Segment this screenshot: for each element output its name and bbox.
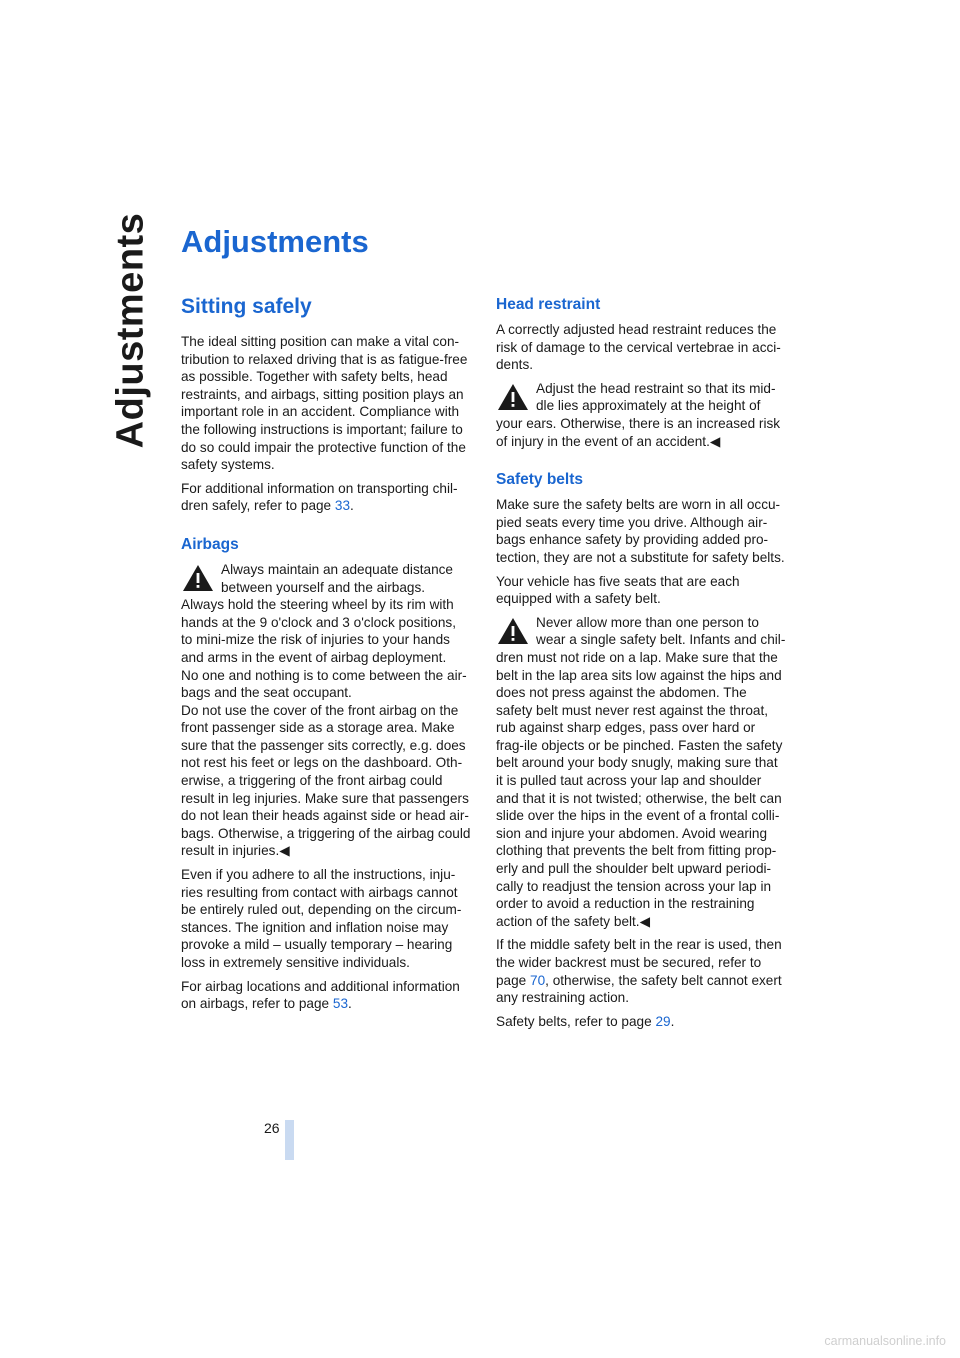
warning-triangle-icon: [181, 563, 215, 593]
side-section-label: Adjustments: [109, 212, 152, 448]
intro-paragraph: The ideal sitting position can make a vi…: [181, 334, 468, 473]
airbags-paragraph-2: For airbag locations and additional info…: [181, 978, 460, 1012]
airbags-paragraph-1: Even if you adhere to all the instructio…: [181, 867, 462, 970]
section-heading-sitting-safely: Sitting safely: [181, 295, 312, 318]
safety-belts-warning-text: Never allow more than one person to wear…: [496, 614, 786, 929]
head-restraint-warning: Adjust the head restraint so that its mi…: [496, 380, 786, 450]
head-restraint-paragraph: A correctly adjusted head restraint redu…: [496, 322, 781, 373]
safety-belts-paragraph-2: Your vehicle has five seats that are eac…: [496, 573, 740, 607]
airbags-warning-text-3: Do not use the cover of the front airbag…: [181, 702, 471, 859]
right-column: Head restraint A correctly adjusted head…: [496, 295, 786, 1036]
side-section-tab: Adjustments: [96, 212, 166, 448]
airbags-warning-text-2: No one and nothing is to come between th…: [181, 667, 467, 701]
airbags-locations-text: For airbag locations and additional info…: [181, 978, 460, 1012]
section-heading-safety-belts: Safety belts: [496, 471, 584, 489]
safety-belts-paragraph-1: Make sure the safety belts are worn in a…: [496, 497, 785, 565]
airbags-warning: Always maintain an adequate distance bet…: [181, 561, 471, 860]
page-link-29[interactable]: 29: [655, 1013, 671, 1029]
child-transport-text: For additional information on transporti…: [181, 480, 458, 514]
watermark: carmanualsonline.info: [824, 1334, 946, 1348]
section-heading-head-restraint: Head restraint: [496, 296, 601, 313]
safety-belts-paragraph-3: If the middle safety belt in the rear is…: [496, 936, 786, 1006]
page-link-33[interactable]: 33: [334, 498, 351, 514]
safety-belts-ref-text: Safety belts, refer to page: [496, 1013, 656, 1029]
page-number-bar: [285, 1120, 294, 1160]
middle-belt-text-a: If the middle safety belt in the rear is…: [496, 937, 782, 988]
head-restraint-warning-text: Adjust the head restraint so that its mi…: [496, 380, 781, 449]
page-title: Adjustments: [181, 224, 369, 259]
page-link-70[interactable]: 70: [530, 972, 546, 988]
airbags-warning-text-1: Always maintain an adequate distance bet…: [181, 561, 456, 665]
section-heading-airbags: Airbags: [181, 535, 239, 553]
page-link-53[interactable]: 53: [332, 996, 349, 1012]
warning-triangle-icon: [496, 382, 530, 412]
warning-triangle-icon: [496, 616, 530, 646]
middle-belt-text-b: , otherwise, the safety belt cannot exer…: [496, 972, 782, 1006]
left-column: Sitting safely The ideal sitting positio…: [181, 295, 471, 1019]
child-transport-paragraph: For additional information on transporti…: [181, 480, 458, 514]
safety-belts-warning: Never allow more than one person to wear…: [496, 614, 786, 931]
page-number: 26: [264, 1120, 280, 1136]
safety-belts-paragraph-4: Safety belts, refer to page 29.: [496, 1013, 675, 1029]
